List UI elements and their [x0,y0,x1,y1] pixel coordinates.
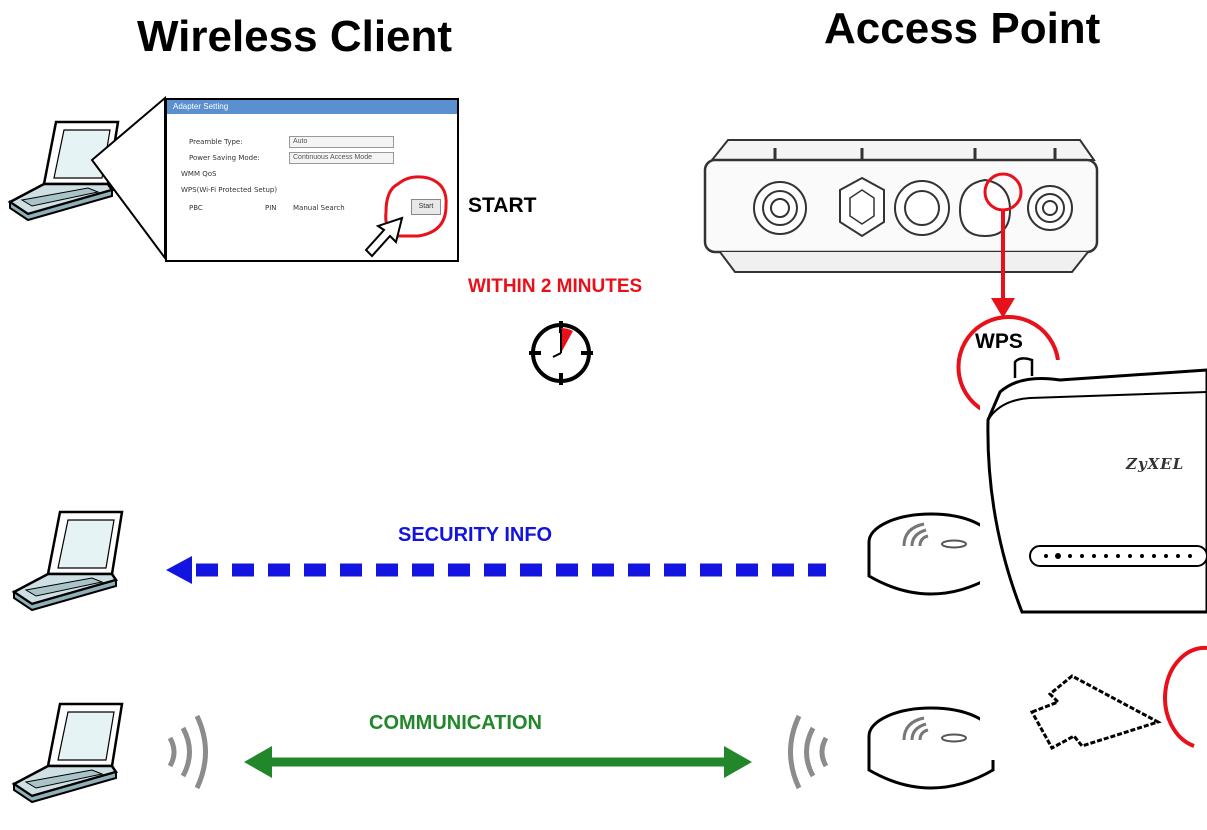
adapter-setting-title: Adapter Setting [167,100,457,114]
communication-label: COMMUNICATION [369,712,542,734]
security-info-arrow [166,556,826,584]
wps-checkbox[interactable]: WPS(Wi-Fi Protected Setup) [181,186,278,194]
power-saving-select[interactable]: Continuous Access Mode [289,152,394,164]
pin-radio[interactable]: PIN [265,204,277,212]
power-saving-label: Power Saving Mode: [189,154,260,162]
communication-arrow [244,746,752,778]
preamble-select[interactable]: Auto [289,136,394,148]
wireless-client-heading: Wireless Client [137,12,453,61]
router-device [986,357,1207,614]
timer-icon [529,321,593,385]
red-down-arrowhead [991,298,1015,318]
red-partial-ring [1163,645,1207,748]
access-point-heading: Access Point [824,4,1101,53]
pbc-radio[interactable]: PBC [189,204,203,212]
pointer-arrow-icon [364,216,404,258]
wps-label: WPS [975,330,1023,353]
wmm-qos-checkbox[interactable]: WMM QoS [181,170,217,178]
start-label: START [468,194,537,217]
start-button-highlight [384,175,448,238]
signal-waves-left-icon [167,714,208,790]
signal-waves-right-icon [788,714,829,790]
wps-ring [956,315,1060,412]
cursor-icon [1029,674,1162,751]
preamble-label: Preamble Type: [189,138,243,146]
brand-logo: ZyXEL [1126,455,1185,473]
time-limit-label-wrap: WITHIN 2 MINUTES [468,276,703,298]
access-point-device [703,139,1099,273]
time-limit-label: WITHIN 2 MINUTES [468,276,643,297]
security-info-label: SECURITY INFO [398,524,553,546]
start-button[interactable]: Start [411,199,441,215]
manual-search-checkbox[interactable]: Manual Search [293,204,345,212]
